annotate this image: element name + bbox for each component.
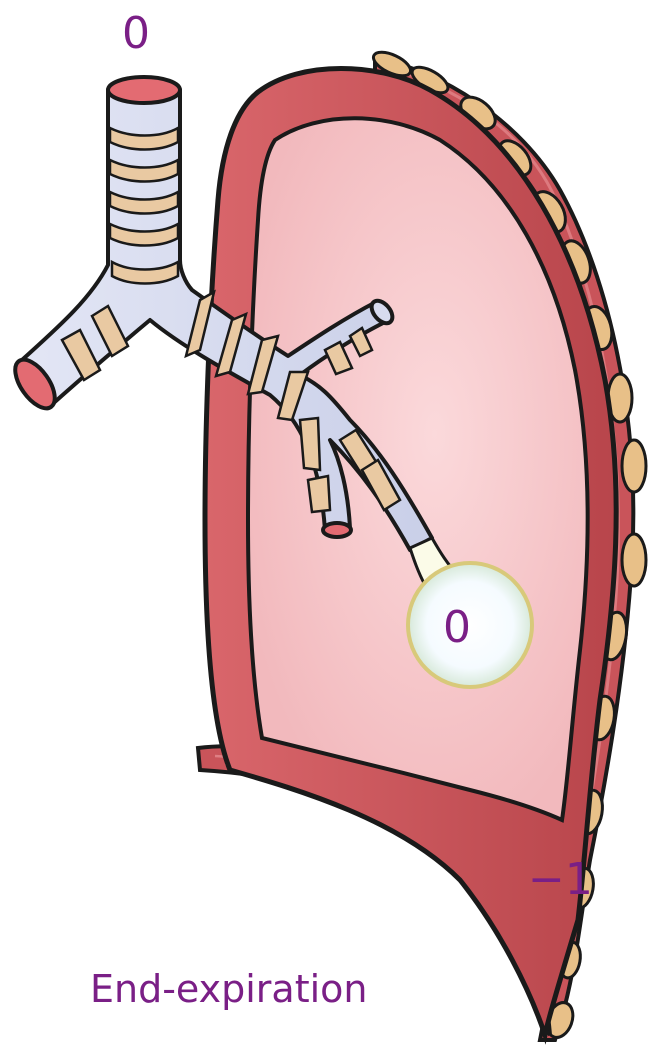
phase-label: End-expiration xyxy=(90,970,368,1008)
pleural-pressure-label: −1 xyxy=(528,858,593,902)
bronchiole-opening xyxy=(323,523,351,537)
tracheal-opening xyxy=(108,77,180,103)
airway-opening-pressure-label: 0 xyxy=(122,12,150,56)
alveolar-pressure-label: 0 xyxy=(443,606,471,650)
